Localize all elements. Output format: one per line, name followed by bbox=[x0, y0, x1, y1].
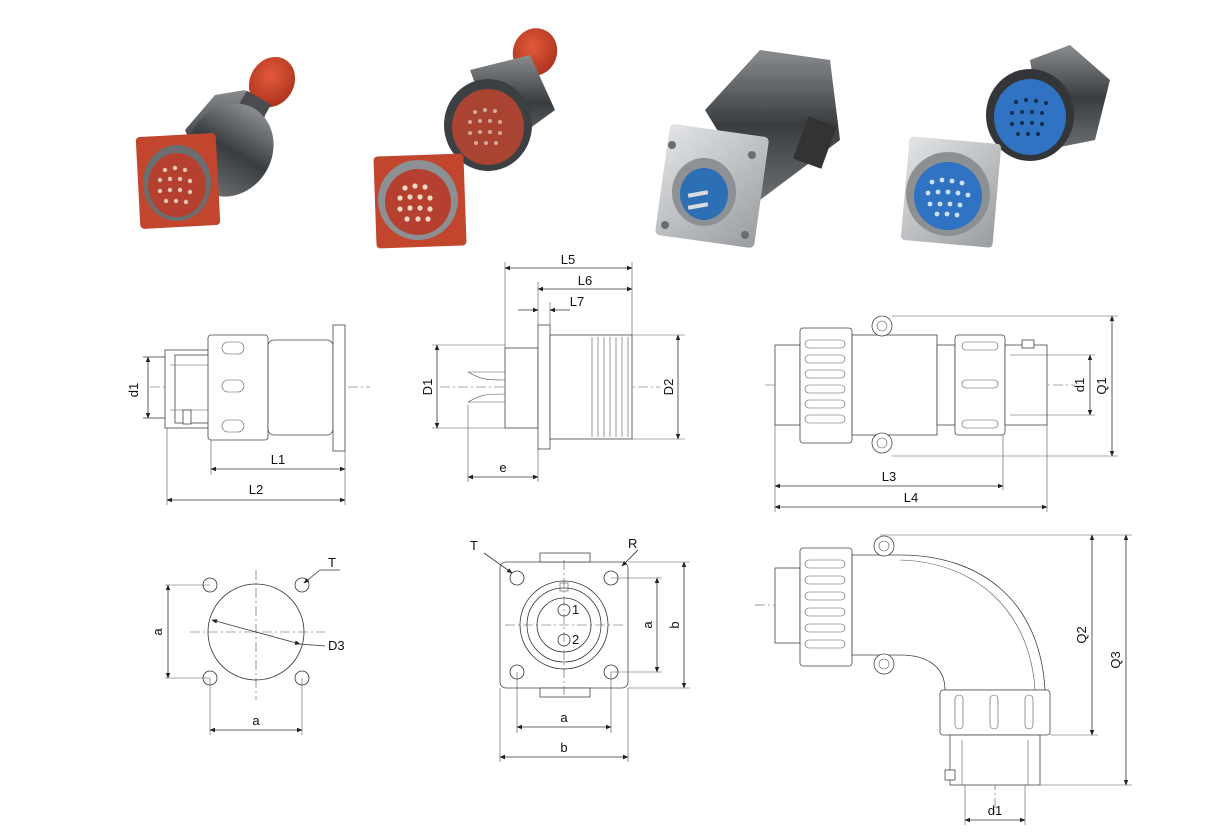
label-L6: L6 bbox=[578, 273, 592, 288]
connector-photo-1 bbox=[135, 56, 296, 229]
label-L1: L1 bbox=[271, 452, 285, 467]
label-D3: D3 bbox=[328, 638, 345, 653]
label-T-front: T bbox=[470, 538, 478, 553]
label-d1-plug: d1 bbox=[1072, 378, 1087, 392]
label-d1-angle: d1 bbox=[988, 803, 1002, 818]
label-d1: d1 bbox=[126, 383, 141, 397]
label-a-front-v: a bbox=[640, 621, 655, 629]
drawing-receptacle-front-view: 1 2 a b a b T R bbox=[470, 536, 690, 762]
contact-pins bbox=[157, 165, 193, 205]
label-D2: D2 bbox=[661, 379, 676, 396]
drawing-socket-side-view: D1 D2 e L5 L6 L7 bbox=[420, 252, 685, 482]
label-D1: D1 bbox=[420, 379, 435, 396]
label-L2: L2 bbox=[249, 482, 263, 497]
label-L7: L7 bbox=[570, 294, 584, 309]
label-b-front-h: b bbox=[560, 740, 567, 755]
label-L4: L4 bbox=[904, 490, 918, 505]
label-Q3: Q3 bbox=[1108, 651, 1123, 668]
label-L3: L3 bbox=[882, 469, 896, 484]
label-a-cutout-h: a bbox=[252, 713, 260, 728]
drawing-plug-side-view: d1 Q1 L3 L4 bbox=[765, 315, 1118, 512]
label-a-cutout-v: a bbox=[150, 628, 165, 636]
connector-photo-2 bbox=[373, 28, 558, 249]
label-T-cutout: T bbox=[328, 555, 336, 570]
label-L5: L5 bbox=[561, 252, 575, 267]
label-Q2: Q2 bbox=[1074, 626, 1089, 643]
label-e: e bbox=[499, 460, 506, 475]
connector-photo-3 bbox=[655, 50, 840, 248]
label-pin-1: 1 bbox=[572, 602, 579, 617]
label-b-front-v: b bbox=[667, 621, 682, 628]
drawing-right-angle-plug: Q2 Q3 d1 bbox=[755, 534, 1132, 825]
drawing-panel-cutout: a a T D3 bbox=[150, 555, 345, 735]
drawing-receptacle-side-view: d1 L1 L2 bbox=[126, 324, 370, 505]
label-a-front-h: a bbox=[560, 710, 568, 725]
connector-photo-4 bbox=[900, 45, 1110, 248]
label-pin-2: 2 bbox=[572, 632, 579, 647]
label-Q1: Q1 bbox=[1094, 377, 1109, 394]
label-R: R bbox=[628, 536, 637, 551]
